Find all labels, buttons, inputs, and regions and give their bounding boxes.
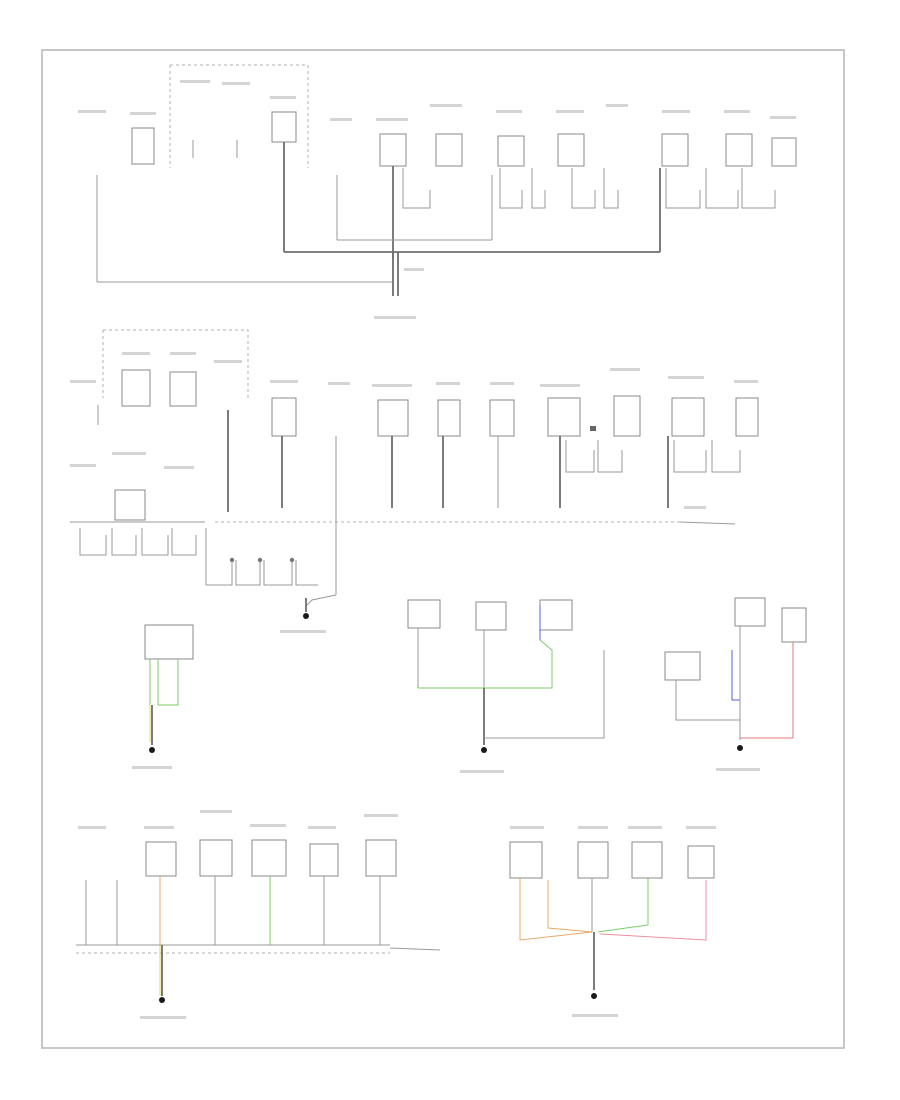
component-box [377, 399, 409, 437]
section-middle-grounds [70, 329, 759, 633]
ground-point [481, 747, 487, 753]
component-box [365, 839, 397, 877]
component-box [781, 607, 807, 643]
component-box [271, 397, 297, 437]
component-box [577, 841, 609, 879]
component-box [557, 133, 585, 167]
component-box [435, 133, 463, 167]
component-box [145, 841, 177, 877]
component-box [687, 845, 715, 879]
label-stubs [70, 352, 758, 633]
section-bottom-right-grounds [509, 826, 716, 1017]
section-center-ground [407, 599, 605, 773]
ground-point [159, 997, 165, 1003]
section-top-grounds [78, 64, 797, 319]
section-bottom-left-grounds [76, 810, 441, 1019]
component-box [671, 397, 705, 437]
label-stubs [510, 826, 716, 1017]
component-box [309, 843, 339, 877]
component-box [251, 839, 287, 877]
component-box [661, 133, 689, 167]
component-box [271, 111, 297, 143]
component-box [379, 133, 407, 167]
section-left-ground [132, 624, 194, 769]
label-stubs [78, 810, 398, 1019]
ground-point [737, 745, 743, 751]
component-box [121, 369, 151, 407]
component-box [199, 839, 233, 877]
ground-point [303, 613, 309, 619]
component-box [509, 841, 543, 879]
component-box [771, 137, 797, 167]
label-stubs [78, 80, 796, 319]
diagram-frame [41, 49, 845, 1049]
component-box [547, 397, 581, 437]
component-box [144, 624, 194, 660]
section-right-ground [664, 597, 807, 771]
component-box [114, 489, 146, 521]
component-box [131, 127, 155, 165]
ground-point [591, 993, 597, 999]
ground-point [149, 747, 155, 753]
component-box [437, 399, 461, 437]
component-box [613, 395, 641, 437]
component-box [489, 399, 515, 437]
component-box [725, 133, 753, 167]
component-box [169, 371, 197, 407]
component-box [735, 397, 759, 437]
component-box [497, 135, 525, 167]
component-box [631, 841, 663, 879]
